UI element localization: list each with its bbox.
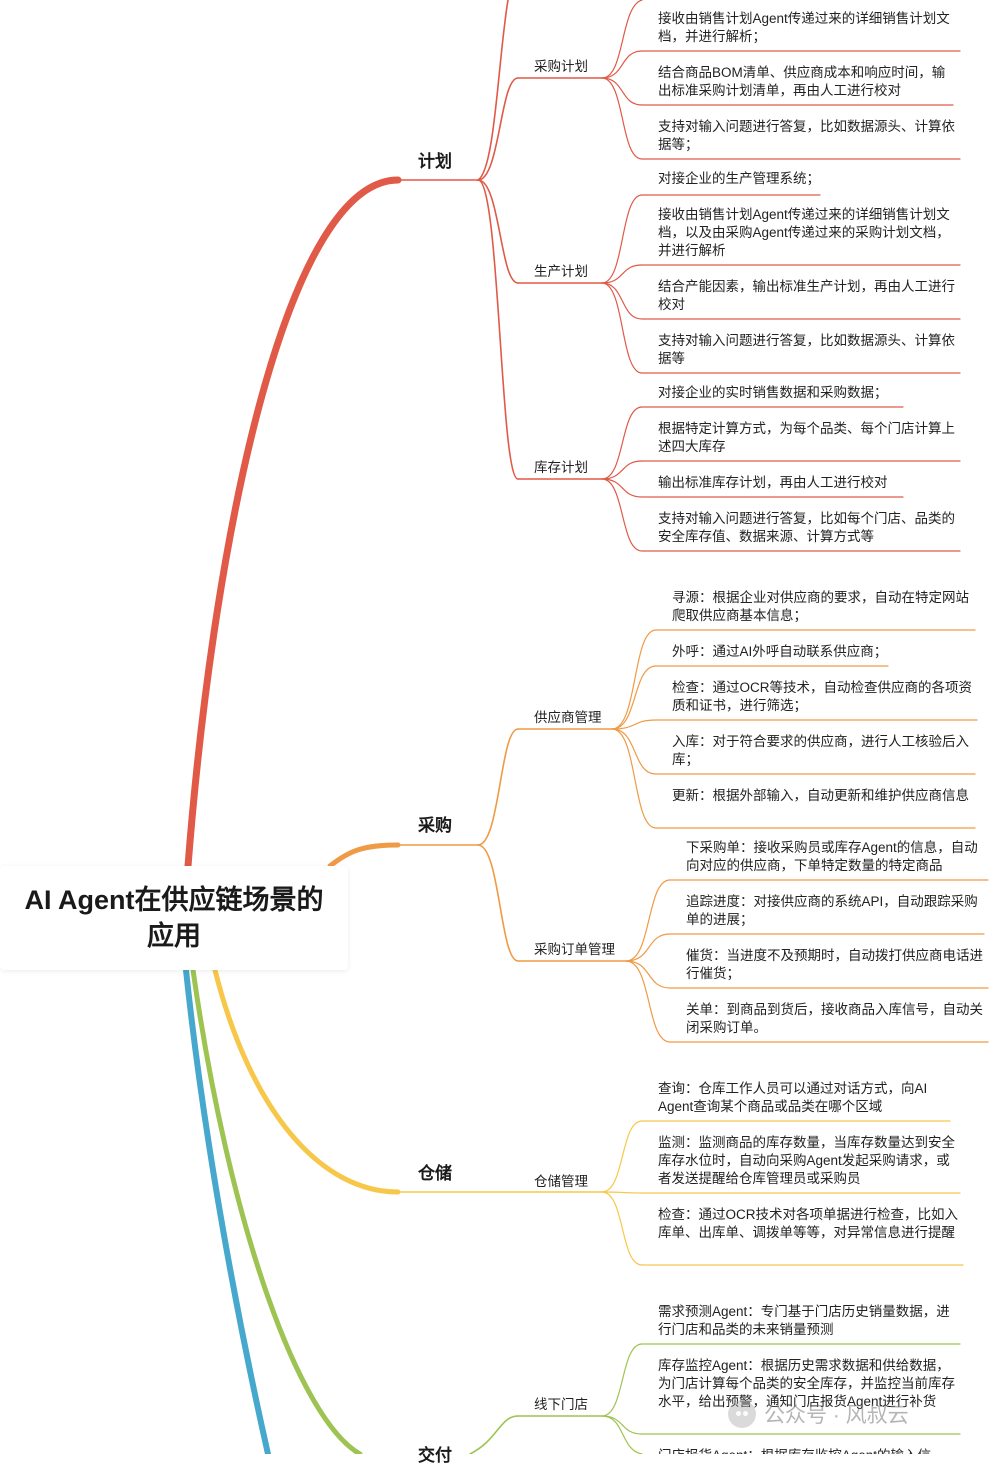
trunk-plan (184, 176, 402, 870)
node-order-mgmt[interactable]: 采购订单管理 (534, 942, 615, 957)
leaf-purchase-plan-2[interactable]: 结合商品BOM清单、供应商成本和响应时间，输出标准采购计划清单，再由人工进行校对 (658, 65, 946, 98)
leaf-production-plan-4[interactable]: 支持对输入问题进行答复，比如数据源头、计算依据等 (658, 333, 955, 366)
leaf-production-plan-1[interactable]: 对接企业的生产管理系统； (658, 171, 820, 186)
node-inventory-plan[interactable]: 库存计划 (534, 460, 588, 475)
leaf-warehouse-1[interactable]: 查询：仓库工作人员可以通过对话方式，向AI Agent查询某个商品或品类在哪个区… (658, 1081, 928, 1114)
leaf-supplier-3[interactable]: 检查：通过OCR等技术，自动检查供应商的各项资质和证书，进行筛选； (672, 680, 972, 713)
leaf-supplier-2[interactable]: 外呼：通过AI外呼自动联系供应商； (672, 644, 888, 659)
watermark-text: 公众号 · 风叔云 (764, 1404, 909, 1427)
leaf-store-1[interactable]: 需求预测Agent：专门基于门店历史销量数据，进行门店和品类的未来销量预测 (658, 1304, 950, 1337)
leaf-warehouse-2[interactable]: 监测：监测商品的库存数量，当库存数量达到安全库存水位时，自动向采购Agent发起… (658, 1135, 955, 1186)
leaf-store-2[interactable]: 库存监控Agent：根据历史需求数据和供给数据，为门店计算每个品类的安全库存，并… (658, 1358, 955, 1409)
wechat-icon (728, 1400, 756, 1428)
branch-plan[interactable]: 计划 (418, 152, 452, 171)
leaf-production-plan-2[interactable]: 接收由销售计划Agent传递过来的详细销售计划文档，以及由采购Agent传递过来… (658, 207, 950, 258)
trunk-storage (212, 967, 401, 1195)
leaf-supplier-5[interactable]: 更新：根据外部输入，自动更新和维护供应商信息 (672, 788, 969, 803)
branch-purchase[interactable]: 采购 (418, 816, 452, 835)
trunk-blue (183, 967, 271, 1454)
branch-storage[interactable]: 仓储 (418, 1164, 452, 1183)
trunk-purchase (327, 842, 401, 869)
leaf-inventory-plan-4[interactable]: 支持对输入问题进行答复，比如每个门店、品类的安全库存值、数据来源、计算方式等 (658, 511, 955, 544)
leaf-purchase-plan-1[interactable]: 接收由销售计划Agent传递过来的详细销售计划文档，并进行解析； (658, 11, 950, 44)
watermark: 公众号 · 风叔云 (728, 1396, 909, 1432)
leaf-inventory-plan-1[interactable]: 对接企业的实时销售数据和采购数据； (658, 385, 888, 400)
root-node[interactable]: AI Agent在供应链场景的应用 (0, 866, 348, 970)
leaf-supplier-4[interactable]: 入库：对于符合要求的供应商，进行人工核验后入库； (672, 734, 969, 767)
leaf-order-3[interactable]: 催货：当进度不及预期时，自动拨打供应商电话进行催货； (686, 948, 983, 981)
leaf-production-plan-3[interactable]: 结合产能因素，输出标准生产计划，再由人工进行校对 (658, 279, 955, 312)
leaf-inventory-plan-2[interactable]: 根据特定计算方式，为每个品类、每个门店计算上述四大库存 (658, 421, 955, 454)
leaf-warehouse-3[interactable]: 检查：通过OCR技术对各项单据进行检查，比如入库单、出库单、调拨单等等，对异常信… (658, 1207, 958, 1240)
leaf-order-4[interactable]: 关单：到商品到货后，接收商品入库信号，自动关闭采购订单。 (686, 1002, 983, 1035)
trunk-delivery (190, 967, 363, 1454)
leaf-order-2[interactable]: 追踪进度：对接供应商的系统API，自动跟踪采购单的进展； (686, 894, 978, 927)
node-offline-store[interactable]: 线下门店 (534, 1397, 588, 1412)
leaf-purchase-plan-3[interactable]: 支持对输入问题进行答复，比如数据源头、计算依据等； (658, 119, 955, 152)
leaf-inventory-plan-3[interactable]: 输出标准库存计划，再由人工进行校对 (658, 475, 888, 490)
node-purchase-plan[interactable]: 采购计划 (534, 59, 588, 74)
root-title: AI Agent在供应链场景的应用 (24, 885, 324, 951)
node-production-plan[interactable]: 生产计划 (534, 264, 588, 279)
leaf-order-1[interactable]: 下采购单：接收采购员或库存Agent的信息，自动向对应的供应商，下单特定数量的特… (686, 840, 978, 873)
node-warehouse-mgmt[interactable]: 仓储管理 (534, 1174, 588, 1189)
leaf-supplier-1[interactable]: 寻源：根据企业对供应商的要求，自动在特定网站爬取供应商基本信息； (672, 590, 969, 623)
leaf-store-3[interactable]: 门店报货Agent：根据库存监控Agent的输入信 (658, 1447, 958, 1454)
node-supplier-mgmt[interactable]: 供应商管理 (534, 710, 602, 725)
